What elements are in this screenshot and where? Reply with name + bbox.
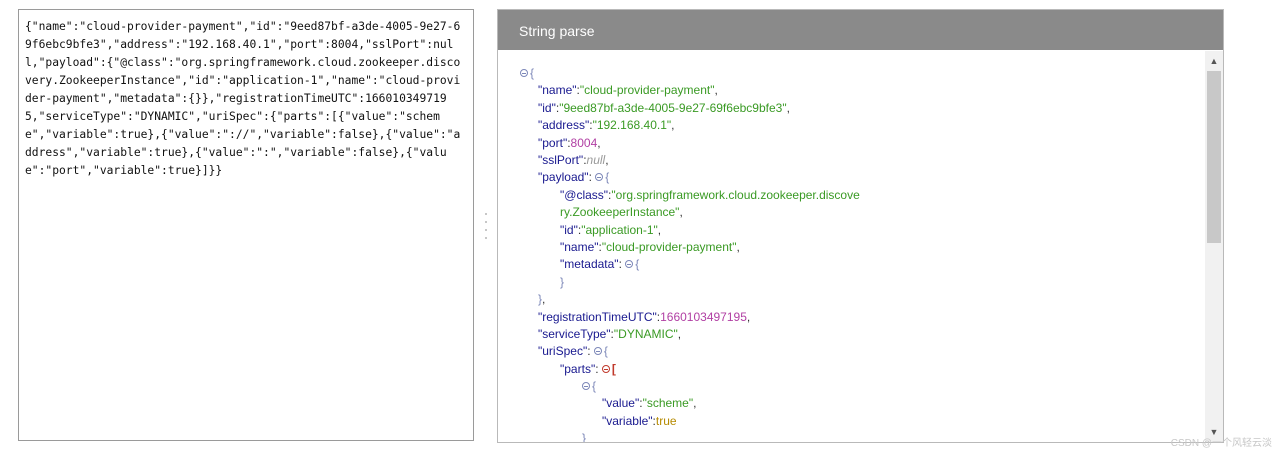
tree-key: "port" [538,135,568,150]
tree-value: "cloud-provider-payment" [579,83,715,98]
tree-value: "cloud-provider-payment" [601,239,737,254]
tree-value: null [586,152,606,167]
tree-value: 1660103497195 [660,309,747,324]
raw-json-text[interactable]: {"name":"cloud-provider-payment","id":"9… [25,20,461,177]
tree-key: "name" [538,83,577,98]
tree-row: "value":"scheme", [602,396,697,411]
tree-row: "port":8004, [538,135,601,150]
tree-row: "@class":"org.springframework.cloud.zook… [560,187,860,220]
collapse-payload-icon[interactable] [595,173,604,182]
panel-splitter-handle[interactable] [484,213,488,239]
collapse-parts-icon[interactable] [601,364,610,373]
tree-value: "scheme" [642,396,694,411]
tree-key: "id" [538,100,556,115]
tree-key: "address" [538,118,590,133]
tree-value: "DYNAMIC" [613,326,678,341]
tree-row: "name":"cloud-provider-payment", [538,83,718,98]
tree-value: "9eed87bf-a3de-4005-9e27-69f6ebc9bfe3" [559,100,787,115]
raw-json-input[interactable]: {"name":"cloud-provider-payment","id":"9… [18,9,474,441]
tree-key: "serviceType" [538,326,611,341]
tree-value: true [655,413,677,428]
tree-row: "sslPort":null, [538,152,609,167]
tree-row: "parts": [ [560,361,616,376]
tree-key: "@class" [560,187,609,202]
parse-panel-title: String parse [498,10,1223,50]
json-tree-viewport: { "name":"cloud-provider-payment", "id":… [498,51,1205,442]
tree-value: "application-1" [581,222,658,237]
tree-key: "id" [560,222,578,237]
tree-row: "uriSpec": { [538,344,608,359]
tree-key: "sslPort" [538,152,584,167]
tree-key: "uriSpec" [538,344,588,359]
collapse-urispec-icon[interactable] [593,347,602,356]
tree-row: "metadata": { [560,257,640,272]
collapse-metadata-icon[interactable] [625,260,634,269]
vertical-scrollbar[interactable]: ▲ ▼ [1205,51,1223,442]
tree-key: "value" [602,396,640,411]
tree-row: "registrationTimeUTC":1660103497195, [538,309,751,324]
tree-row: "id":"application-1", [560,222,662,237]
tree-value: 8004 [570,135,598,150]
scroll-thumb[interactable] [1207,71,1221,243]
string-parse-panel: String parse { "name":"cloud-provider-pa… [497,9,1224,443]
tree-row: "variable":true [602,413,677,428]
tree-key: "name" [560,239,599,254]
tree-row: "serviceType":"DYNAMIC", [538,326,682,341]
collapse-root-icon[interactable] [520,68,528,77]
collapse-part-icon[interactable] [582,381,590,390]
json-tree: { "name":"cloud-provider-payment", "id":… [520,65,860,442]
scroll-up-icon[interactable]: ▲ [1209,56,1219,66]
tree-row: "address":"192.168.40.1", [538,118,675,133]
tree-key: "payload" [538,170,589,185]
scroll-down-icon[interactable]: ▼ [1209,427,1219,437]
tree-key: "parts" [560,361,596,376]
tree-key: "variable" [602,413,653,428]
tree-row: "id":"9eed87bf-a3de-4005-9e27-69f6ebc9bf… [538,100,790,115]
tree-key: "registrationTimeUTC" [538,309,657,324]
tree-row: "payload": { [538,170,610,185]
tree-value: "org.springframework.cloud.zookeeper.dis… [560,187,860,220]
tree-value: "192.168.40.1" [592,118,672,133]
tree-row: "name":"cloud-provider-payment", [560,239,740,254]
tree-key: "metadata" [560,257,619,272]
watermark: CSDN @一个风轻云淡 [1170,438,1272,449]
